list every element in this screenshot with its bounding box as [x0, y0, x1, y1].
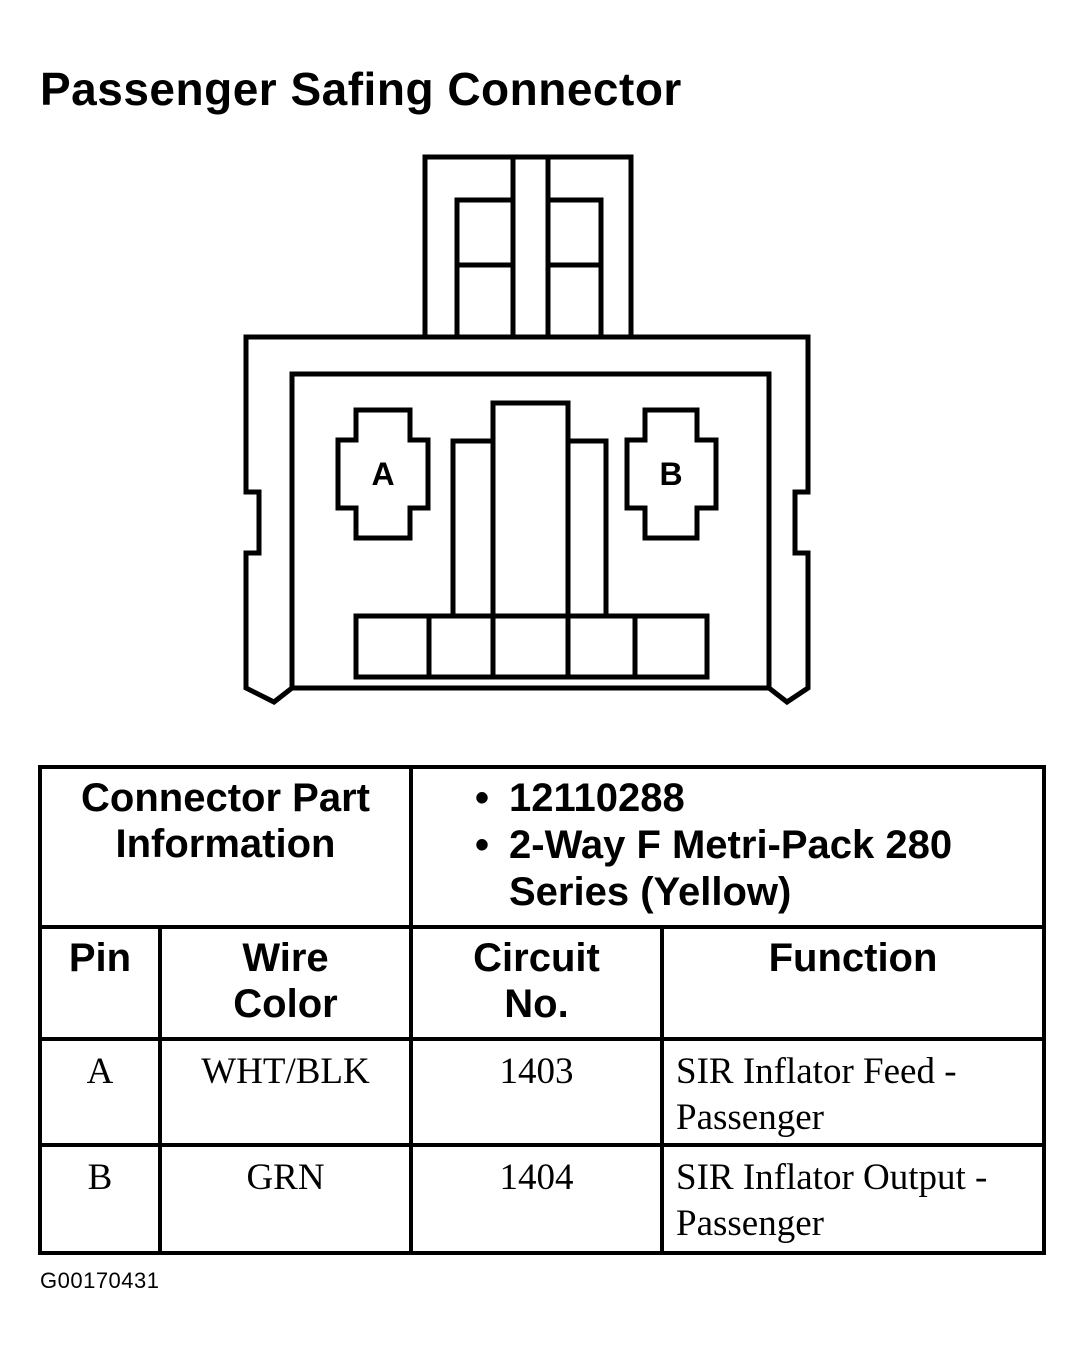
diagram-title: Passenger Safing Connector — [40, 63, 682, 115]
connector-inner-housing — [289, 371, 772, 688]
header-pin: Pin — [38, 925, 162, 1041]
cell-circuit-no: 1404 — [409, 1143, 664, 1255]
cell-pin: A — [38, 1037, 162, 1147]
part-info-label: Connector Part Information — [38, 765, 413, 929]
pin-a-cavity — [335, 407, 431, 541]
cell-pin: B — [38, 1143, 162, 1255]
connector-housing — [243, 334, 811, 706]
right-rib — [565, 438, 609, 619]
part-info-item: •2-Way F Metri-Pack 280 Series (Yellow) — [475, 823, 953, 914]
figure-id: G00170431 — [40, 1268, 160, 1293]
bottom-slot — [565, 613, 638, 680]
header-function: Function — [659, 925, 1047, 1041]
cell-function: SIR Inflator Feed - Passenger — [659, 1037, 1047, 1147]
part-info-row: Connector Part Information •12110288 •2-… — [38, 765, 1047, 929]
table-row: B GRN 1404 SIR Inflator Output - Passeng… — [38, 1143, 1047, 1255]
pin-b-cavity — [624, 407, 719, 541]
bottom-slot — [632, 613, 710, 680]
left-rib — [450, 438, 496, 619]
cell-wire-color: WHT/BLK — [158, 1037, 413, 1147]
pin-b-label: B — [659, 456, 682, 492]
header-row: Pin Wire Color Circuit No. Function — [38, 925, 1047, 1041]
bottom-slot — [353, 613, 432, 680]
cell-function: SIR Inflator Output - Passenger — [659, 1143, 1047, 1255]
connector-drawing: A B — [243, 154, 811, 706]
part-info-values: •12110288 •2-Way F Metri-Pack 280 Series… — [408, 765, 1047, 929]
bottom-slot — [490, 613, 571, 680]
pin-a-label: A — [371, 456, 394, 492]
connector-info-table: Connector Part Information •12110288 •2-… — [38, 765, 1047, 1255]
center-rib — [490, 400, 571, 619]
table-row: A WHT/BLK 1403 SIR Inflator Feed - Passe… — [38, 1037, 1047, 1147]
header-wire-color: Wire Color — [158, 925, 413, 1041]
part-info-item: •12110288 — [475, 776, 685, 820]
cell-circuit-no: 1403 — [409, 1037, 664, 1147]
bottom-slot — [426, 613, 496, 680]
header-circuit-no: Circuit No. — [409, 925, 664, 1041]
cell-wire-color: GRN — [158, 1143, 413, 1255]
